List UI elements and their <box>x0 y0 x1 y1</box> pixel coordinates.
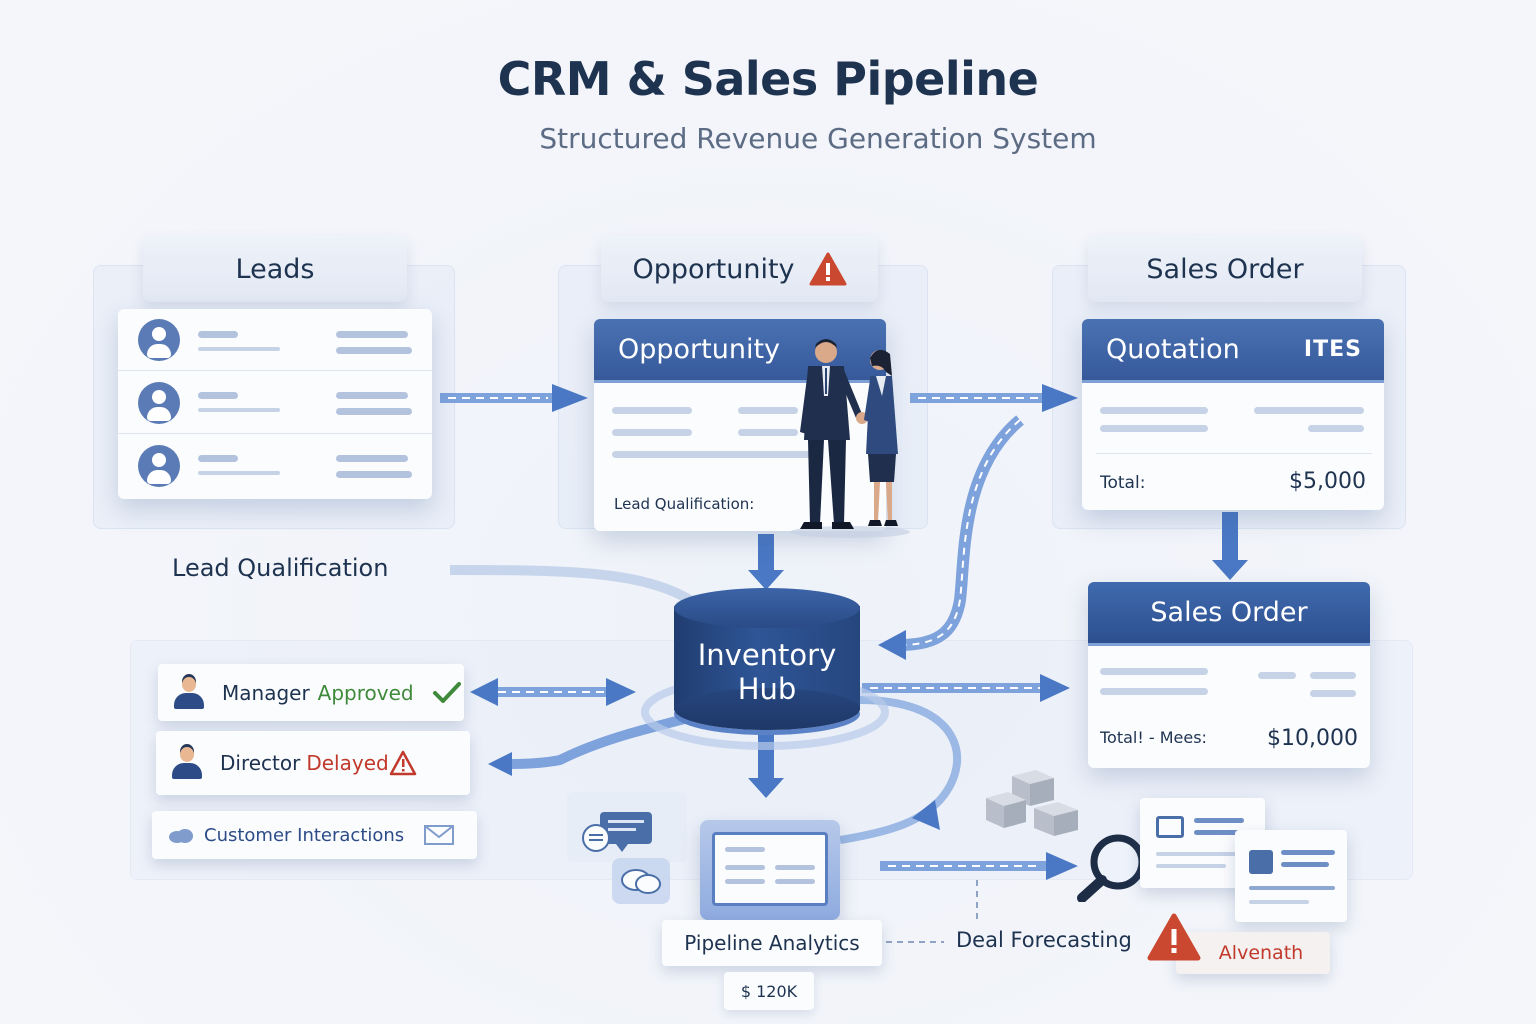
director-status: Delayed <box>306 751 389 775</box>
director-approval[interactable]: Director Delayed <box>156 731 470 795</box>
director-role: Director <box>220 751 301 775</box>
stage-leads: Leads <box>143 236 407 302</box>
stage-opportunity-label: Opportunity <box>632 253 795 285</box>
warning-icon <box>1147 913 1201 961</box>
arrow-hub-director <box>509 705 722 769</box>
arrow-quotation-to-sales-order <box>1222 512 1238 564</box>
inventory-boxes-icon <box>986 770 1078 836</box>
quotation-total-label: Total: <box>1100 473 1146 493</box>
stage-leads-label: Leads <box>235 253 315 285</box>
lead-qualification-label: Lead Qualification <box>172 554 389 582</box>
leads-list-card <box>118 309 432 499</box>
quotation-badge: ITES <box>1303 337 1362 362</box>
user-icon <box>138 382 180 424</box>
chat-bubbles-icon <box>621 869 661 894</box>
search-icon[interactable] <box>1074 832 1152 902</box>
quotation-card[interactable]: Quotation ITES Total: $5,000 <box>1082 319 1384 510</box>
contact-icon <box>1249 850 1273 874</box>
inventory-hub[interactable]: Inventory Hub <box>674 638 860 706</box>
envelope-icon <box>424 825 455 845</box>
user-icon <box>170 746 204 780</box>
manager-status: Approved <box>317 680 414 705</box>
customer-interactions[interactable]: Customer Interactions <box>152 811 477 859</box>
pipeline-analytics[interactable]: Pipeline Analytics <box>662 920 882 966</box>
chat-icon <box>582 812 652 852</box>
lead-row[interactable] <box>118 372 432 434</box>
contact-card[interactable] <box>1235 830 1347 922</box>
lead-qualification-flow <box>449 565 693 605</box>
folder-icon <box>1156 816 1184 838</box>
pipeline-value: $ 120K <box>740 981 798 1001</box>
quotation-total-value: $5,000 <box>1289 469 1366 494</box>
quotation-card-title: Quotation <box>1106 334 1240 365</box>
handshake-illustration <box>790 339 910 538</box>
sales-order-card-title: Sales Order <box>1150 597 1308 628</box>
inventory-hub-line2: Hub <box>737 672 797 706</box>
sales-order-card[interactable]: Sales Order Total! - Mees: $10,000 <box>1088 582 1370 768</box>
stage-sales-order: Sales Order <box>1088 236 1362 302</box>
checkmark-icon <box>432 681 461 703</box>
user-icon <box>138 445 180 487</box>
lead-row[interactable] <box>118 435 432 497</box>
page-subtitle: Structured Revenue Generation System <box>539 122 1097 155</box>
loop-connector <box>839 696 962 844</box>
stage-opportunity: Opportunity <box>601 236 878 302</box>
pipeline-value-badge: $ 120K <box>724 972 814 1010</box>
sales-order-total-value: $10,000 <box>1267 726 1358 751</box>
warning-icon <box>389 750 416 776</box>
sales-order-total-label: Total! - Mees: <box>1100 728 1207 747</box>
alert-label: Alvenath <box>1218 942 1304 964</box>
sales-order-card-header: Sales Order <box>1088 582 1370 646</box>
customer-interactions-label: Customer Interactions <box>204 824 405 846</box>
opportunity-card-header: Opportunity <box>594 319 886 383</box>
warning-icon <box>809 252 847 286</box>
quotation-card-header: Quotation ITES <box>1082 319 1384 383</box>
cloud-icon <box>169 829 193 843</box>
stage-sales-order-label: Sales Order <box>1146 253 1304 285</box>
lead-row[interactable] <box>118 309 432 371</box>
manager-approval[interactable]: Manager Approved <box>158 664 464 721</box>
page-title: CRM & Sales Pipeline <box>497 52 1039 106</box>
opportunity-card-title: Opportunity <box>618 334 781 365</box>
manager-role: Manager <box>222 680 310 705</box>
user-icon <box>172 676 206 710</box>
user-icon <box>138 319 180 361</box>
pipeline-analytics-label: Pipeline Analytics <box>684 931 860 955</box>
arrow-opportunity-to-hub <box>758 534 774 574</box>
arrow-hub-down <box>758 730 774 782</box>
alert-badge[interactable]: Alvenath <box>1176 932 1330 974</box>
inventory-hub-line1: Inventory <box>697 638 837 672</box>
opportunity-card-footer: Lead Qualification: <box>614 495 755 513</box>
deal-forecasting-label: Deal Forecasting <box>956 928 1132 952</box>
